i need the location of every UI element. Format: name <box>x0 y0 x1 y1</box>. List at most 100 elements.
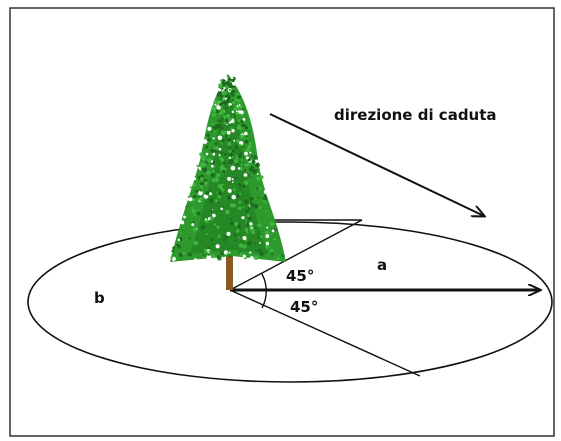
foliage-speck <box>258 248 262 253</box>
foliage-speck <box>211 130 213 133</box>
foliage-speck <box>205 137 208 140</box>
foliage-speck <box>242 244 247 249</box>
foliage-speck <box>230 118 233 121</box>
foliage-speck <box>265 244 270 249</box>
foliage-speck <box>217 119 221 123</box>
foliage-speck <box>212 137 215 140</box>
foliage-speck <box>233 139 236 142</box>
foliage-speck <box>256 173 259 176</box>
foliage-speck <box>205 145 209 149</box>
foliage-speck <box>239 252 243 256</box>
foliage-speck <box>231 194 237 200</box>
foliage-speck <box>207 126 212 131</box>
foliage-speck <box>265 230 270 235</box>
foliage-speck <box>227 157 230 160</box>
foliage-speck <box>254 242 256 245</box>
foliage-speck <box>245 209 249 213</box>
foliage-speck <box>255 249 258 252</box>
foliage-speck <box>216 255 221 260</box>
foliage-speck <box>239 110 244 115</box>
foliage-speck <box>215 177 219 182</box>
foliage-speck <box>236 229 240 233</box>
foliage-speck <box>216 105 221 110</box>
foliage-speck <box>240 163 243 166</box>
foliage-speck <box>212 213 216 218</box>
foliage-speck <box>239 152 243 156</box>
foliage-speck <box>239 187 241 190</box>
foliage-speck <box>218 147 222 151</box>
foliage-speck <box>201 155 206 161</box>
foliage-speck <box>226 196 231 201</box>
foliage-speck <box>219 166 223 171</box>
foliage-speck <box>233 233 237 237</box>
foliage-speck <box>221 138 225 143</box>
foliage-speck <box>209 209 213 213</box>
foliage-speck <box>281 254 285 257</box>
foliage-speck <box>223 121 227 125</box>
foliage-speck <box>238 237 241 240</box>
foliage-speck <box>269 248 274 253</box>
foliage-speck <box>218 102 222 106</box>
foliage-speck <box>205 191 210 196</box>
foliage-speck <box>256 176 261 181</box>
foliage-speck <box>188 237 191 240</box>
foliage-speck <box>263 196 268 201</box>
foliage-speck <box>205 152 209 156</box>
fall-direction-label: direzione di caduta <box>334 106 497 124</box>
foliage-speck <box>243 146 245 148</box>
foliage-speck <box>238 243 243 248</box>
foliage-speck <box>219 157 225 162</box>
foliage-speck <box>229 164 232 167</box>
foliage-speck <box>212 109 214 112</box>
foliage-speck <box>228 161 233 166</box>
foliage-speck <box>244 151 248 156</box>
foliage-speck <box>259 235 263 239</box>
foliage-speck <box>242 236 247 240</box>
foliage-speck <box>253 255 259 260</box>
foliage-speck <box>232 149 235 153</box>
foliage-speck <box>187 252 191 256</box>
foliage-speck <box>207 249 210 252</box>
lower-45-line <box>229 289 421 377</box>
foliage-speck <box>271 229 275 233</box>
foliage-speck <box>220 97 223 100</box>
foliage-speck <box>218 188 221 191</box>
foliage-speck <box>240 119 244 123</box>
foliage-speck <box>230 91 235 96</box>
foliage-speck <box>212 152 216 156</box>
foliage-speck <box>226 94 231 100</box>
foliage-speck <box>247 144 252 149</box>
foliage-speck <box>222 79 226 83</box>
foliage-speck <box>206 133 211 138</box>
foliage-speck <box>227 136 230 139</box>
foliage-speck <box>231 129 235 133</box>
foliage-speck <box>236 95 241 100</box>
foliage-speck <box>261 194 264 197</box>
foliage-speck <box>267 253 269 256</box>
foliage-speck <box>203 168 208 173</box>
foliage-speck <box>199 189 202 192</box>
foliage-speck <box>237 167 241 170</box>
foliage-speck <box>223 162 226 165</box>
foliage-speck <box>265 210 267 213</box>
foliage-speck <box>273 238 277 241</box>
foliage-speck <box>238 105 243 110</box>
foliage-speck <box>188 197 193 202</box>
foliage-speck <box>229 105 232 108</box>
foliage-speck <box>225 209 230 215</box>
foliage-speck <box>215 109 220 113</box>
foliage-speck <box>200 225 206 230</box>
foliage-speck <box>228 255 232 258</box>
foliage-speck <box>206 246 210 250</box>
foliage-speck <box>192 220 195 223</box>
foliage-speck <box>211 112 216 118</box>
foliage-speck <box>213 100 218 105</box>
foliage-speck <box>231 156 234 159</box>
foliage-speck <box>234 221 239 227</box>
foliage-speck <box>185 205 188 208</box>
foliage-speck <box>265 251 268 254</box>
tree-illustration <box>170 74 286 290</box>
foliage-speck <box>177 244 181 249</box>
foliage-speck <box>251 159 256 164</box>
foliage-speck <box>194 175 197 178</box>
